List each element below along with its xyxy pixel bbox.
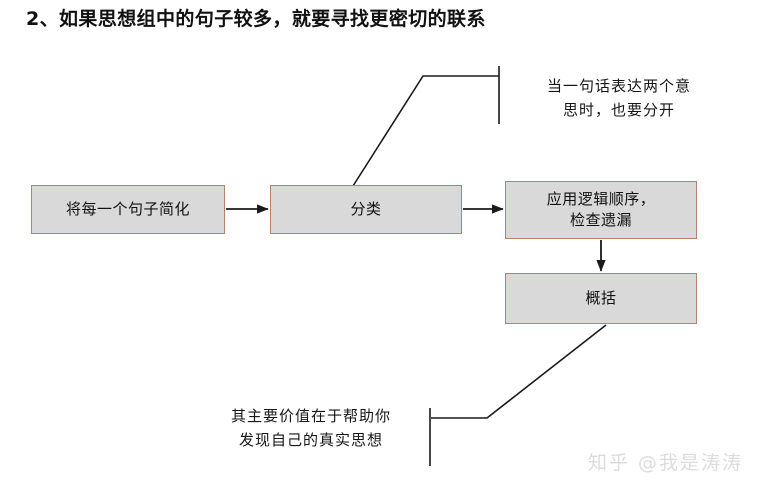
flow-node-summary[interactable]: 概括 [505, 273, 697, 324]
page-title: 2、如果思想组中的句子较多，就要寻找更密切的联系 [26, 8, 486, 30]
leader-summary-to-note-bottom [431, 324, 607, 419]
flow-node-logic-order-label: 应用逻辑顺序， 检查遗漏 [546, 190, 656, 229]
leader-classify-to-note-top [352, 75, 499, 187]
flow-node-classify-label: 分类 [350, 200, 382, 218]
annotation-bottom-left: 其主要价值在于帮助你 发现自己的真实思想 [230, 407, 391, 449]
watermark: 知乎 @我是涛涛 [587, 452, 743, 474]
flow-node-classify[interactable]: 分类 [270, 185, 462, 234]
flow-node-logic-order[interactable]: 应用逻辑顺序， 检查遗漏 [505, 181, 697, 239]
flow-node-simplify-label: 将每一个句子简化 [65, 200, 190, 218]
annotation-top-right: 当一句话表达两个意 思时，也要分开 [546, 77, 691, 119]
flow-node-summary-label: 概括 [585, 289, 617, 307]
flow-node-simplify[interactable]: 将每一个句子简化 [31, 185, 225, 234]
